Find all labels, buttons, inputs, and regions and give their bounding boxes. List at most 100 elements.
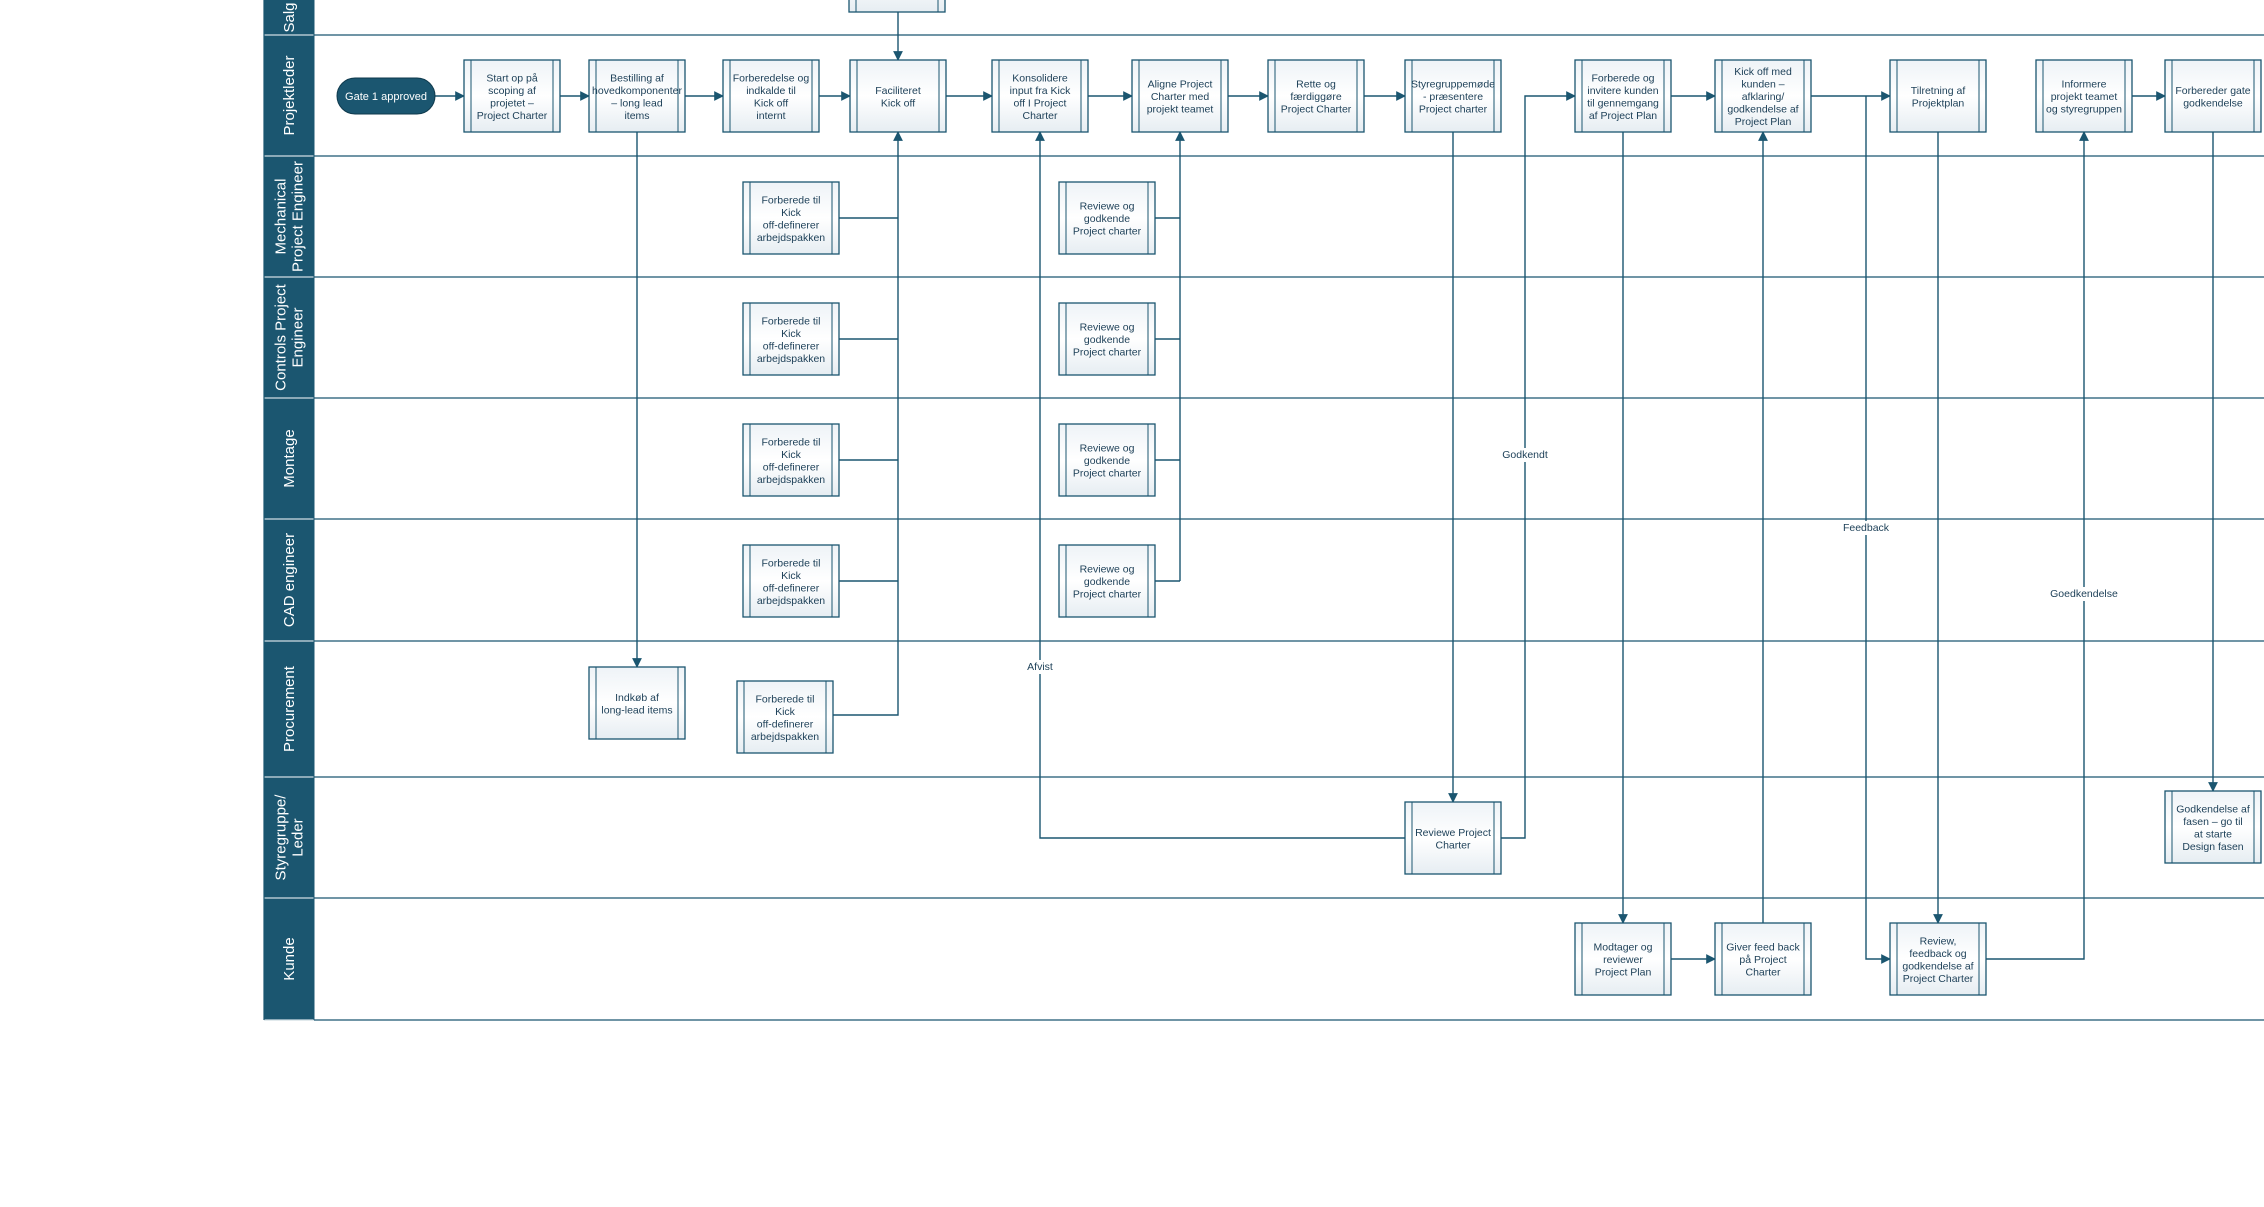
edge-label-afvist: Afvist [1027, 661, 1053, 673]
start-pill-label: Gate 1 approved [345, 91, 427, 103]
flow-arrow [1986, 131, 2089, 960]
edge-label-bg [1021, 660, 1059, 674]
process-box-salg_box[interactable] [848, 0, 946, 13]
process-box-shape [849, 59, 947, 133]
process-box-shape [1574, 59, 1672, 133]
process-box-shape [2035, 59, 2133, 133]
process-box-shape [1058, 181, 1156, 255]
edge-label-godkendt: Godkendt [1502, 449, 1548, 461]
lane-label-montage: Montage [281, 429, 298, 487]
process-box-shape [463, 59, 561, 133]
process-box-shape [742, 544, 840, 618]
process-box-shape [1131, 59, 1229, 133]
process-box-shape [1714, 922, 1812, 996]
process-box-shape [1889, 922, 1987, 996]
process-box-shape [1574, 922, 1672, 996]
edge-label-bg [1841, 521, 1891, 535]
lane-label-mech: MechanicalProject Engineer [273, 161, 307, 272]
edge-label-bg [2046, 587, 2122, 601]
lane-label-kunde: Kunde [281, 937, 298, 980]
process-box-shape [736, 680, 834, 754]
process-box-shape [848, 0, 946, 13]
flow-arrow [1501, 91, 1576, 839]
edge-label-goedkendelse: Goedkendelse [2050, 588, 2118, 600]
edge-label-bg [1500, 448, 1550, 462]
lane-header-column [264, 0, 314, 1020]
flow-arrow [1035, 131, 1405, 839]
process-box-shape [742, 423, 840, 497]
process-box-shape [742, 302, 840, 376]
lane-label-styregruppe: Styregruppe/Leder [273, 794, 307, 881]
lane-label-cad: CAD engineer [281, 533, 298, 627]
process-box-shape [1058, 544, 1156, 618]
lane-label-controls: Controls ProjectEngineer [273, 283, 307, 391]
process-box-shape [1889, 59, 1987, 133]
process-box-shape [722, 59, 820, 133]
flow-arrow [1865, 96, 1891, 964]
start-gate-1-approved[interactable]: Gate 1 approved [336, 77, 436, 115]
process-box-shape [1058, 302, 1156, 376]
process-box-shape [2164, 790, 2262, 864]
process-box-shape [742, 181, 840, 255]
edge-label-feedback: Feedback [1843, 522, 1890, 534]
process-box-shape [991, 59, 1089, 133]
process-box-shape [588, 666, 686, 740]
lane-label-procurement: Procurement [281, 665, 298, 752]
process-box-shape [1404, 801, 1502, 875]
